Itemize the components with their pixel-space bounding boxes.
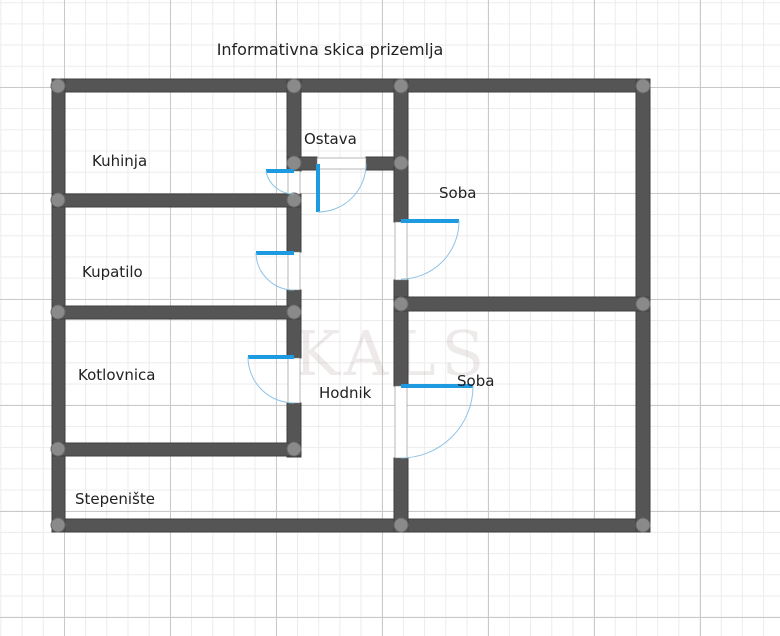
wall-soba-soba	[393, 296, 651, 312]
wall-node	[286, 155, 302, 171]
wall-node	[393, 155, 409, 171]
door-gap-soba-1	[394, 221, 408, 281]
door-gap-soba-2	[394, 385, 408, 459]
room-label-ostava: Ostava	[304, 130, 357, 148]
wall-node	[50, 441, 66, 457]
wall-kotlovnica-stepeniste	[51, 442, 302, 457]
wall-node	[50, 78, 66, 94]
door-gap-kupatilo	[287, 251, 301, 291]
wall-node	[635, 517, 651, 533]
wall-top	[51, 78, 651, 93]
wall-node	[393, 517, 409, 533]
wall-node	[286, 78, 302, 94]
wall-partition-middle-1	[393, 78, 409, 223]
door-swing-arc	[255, 252, 295, 291]
wall-node	[635, 78, 651, 94]
wall-node	[50, 517, 66, 533]
doors	[247, 163, 474, 459]
room-labels: Kuhinja Ostava Soba Kupatilo Kotlovnica …	[75, 130, 494, 508]
wall-node	[286, 192, 302, 208]
door-soba-1	[400, 219, 460, 280]
watermark-text: KALS	[294, 317, 490, 390]
plan-title: Informativna skica prizemlja	[217, 40, 444, 59]
door-swing-arc	[247, 356, 295, 404]
door-kupatilo	[255, 251, 295, 291]
room-label-soba-2: Soba	[457, 372, 494, 390]
door-swing-arc	[400, 220, 460, 280]
room-label-hodnik: Hodnik	[319, 384, 372, 402]
wall-node	[393, 296, 409, 312]
door-swing-arc	[265, 170, 295, 195]
wall-node	[286, 441, 302, 457]
room-label-kuhinja: Kuhinja	[92, 152, 147, 170]
room-label-soba-1: Soba	[439, 184, 476, 202]
door-gap-ostava	[316, 157, 367, 170]
wall-node	[50, 192, 66, 208]
wall-partition-middle-2	[393, 279, 409, 387]
room-label-kotlovnica: Kotlovnica	[78, 366, 155, 384]
door-swing-arc	[317, 163, 367, 213]
door-soba-2	[400, 384, 474, 459]
door-kotlovnica	[247, 355, 295, 404]
wall-node	[393, 78, 409, 94]
wall-bottom	[51, 518, 651, 533]
wall-node	[286, 304, 302, 320]
wall-nodes	[50, 78, 651, 533]
wall-node	[635, 296, 651, 312]
door-gap-kotlovnica	[287, 357, 301, 404]
room-label-kupatilo: Kupatilo	[82, 263, 143, 281]
door-kuhinja	[265, 169, 295, 195]
door-ostava	[316, 163, 367, 213]
room-label-stepeniste: Stepenište	[75, 490, 155, 508]
watermark: KALS	[294, 317, 490, 390]
door-swing-arc	[400, 385, 474, 459]
wall-partition-left-3	[286, 289, 302, 359]
wall-kupatilo-kotlovnica	[51, 305, 302, 320]
door-gap-kuhinja	[287, 170, 301, 195]
door-openings	[287, 157, 408, 459]
wall-kuhinja-kupatilo	[51, 193, 302, 208]
wall-node	[50, 304, 66, 320]
